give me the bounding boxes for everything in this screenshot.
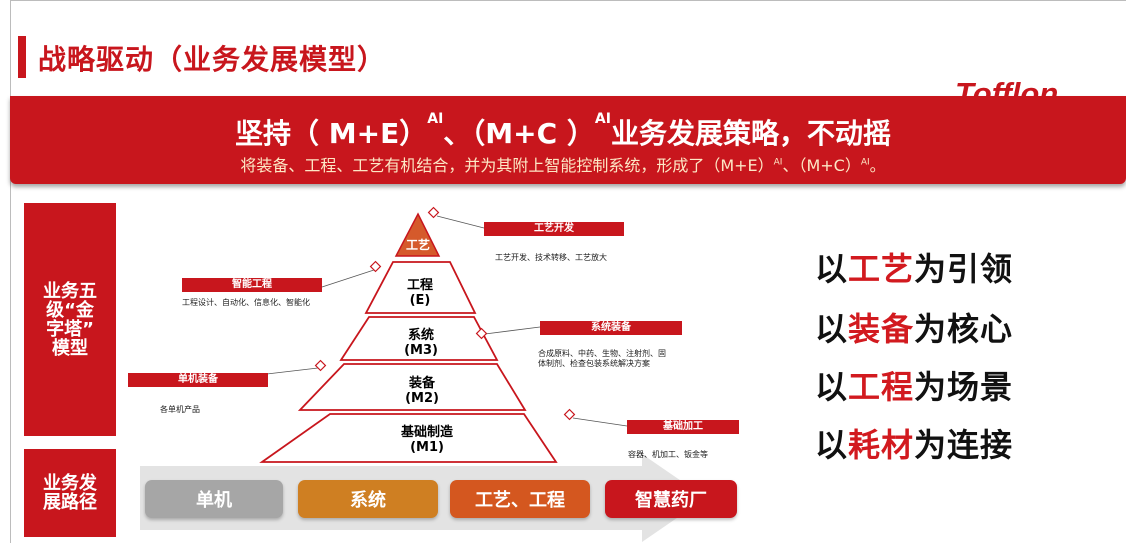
- callout-desc-zhineng: 工程设计、自动化、信息化、智能化: [182, 298, 310, 307]
- slogan-2-prefix: 以: [815, 310, 849, 348]
- slogan-4-suffix: 为连接: [914, 426, 1014, 464]
- slogan-2-suffix: 为核心: [914, 310, 1014, 348]
- headline-part-3: 业务发展策略，不动摇: [610, 117, 891, 150]
- connector-zhineng-marker: [369, 260, 382, 273]
- callout-label-jichu: 基础加工: [627, 420, 739, 434]
- subline-part-3: 。: [869, 156, 886, 175]
- connector-xitong-marker: [475, 327, 488, 340]
- slogan-1-highlight: 工艺: [848, 250, 915, 288]
- slogan-4: 以耗材为连接: [815, 420, 1013, 466]
- banner-subline: 将装备、工程、工艺有机结合，并为其附上智能控制系统，形成了（M+E）AI、（M+…: [0, 152, 1126, 176]
- slogan-3-suffix: 为场景: [914, 368, 1014, 406]
- pyramid-tier-process: [394, 212, 441, 257]
- connector-jichu-marker: [563, 408, 576, 421]
- callout-label-zhineng: 智能工程: [182, 278, 322, 292]
- tier-text-equipment: 装备 (M2): [405, 376, 439, 406]
- tier-text-base: 基础制造 (M1): [400, 425, 453, 455]
- connector-xitong: [484, 326, 541, 335]
- slide-title: 战略驱动（业务发展模型）: [38, 43, 387, 76]
- subline-sup-1: AI: [773, 157, 783, 168]
- headline-part-2: 、（M+C ）: [443, 117, 595, 150]
- pyramid-tier-engineering: [364, 261, 477, 314]
- callout-desc-xitong-2: 体制剂、检查包装系统解决方案: [538, 359, 650, 368]
- callout-desc-gongyi: 工艺开发、技术转移、工艺放大: [495, 253, 607, 262]
- slogan-3-highlight: 工程: [848, 368, 915, 406]
- path-step-single-machine: 单机: [145, 480, 283, 518]
- path-step-system: 系统: [298, 480, 438, 518]
- slogan-1: 以工艺为引领: [815, 244, 1013, 290]
- connector-zhineng: [321, 268, 378, 288]
- slogan-2: 以装备为核心: [815, 304, 1013, 350]
- connector-gongyi: [436, 215, 485, 229]
- headline-sup-1: AI: [427, 111, 444, 127]
- pyramid-tier-equipment: [297, 363, 527, 411]
- tier-text-system: 系统 (M3): [404, 328, 438, 358]
- subline-sup-2: AI: [860, 157, 870, 168]
- path-step-smart-pharma: 智慧药厂: [605, 480, 737, 518]
- callout-desc-danji: 各单机产品: [160, 405, 200, 414]
- tier-text-engineering: 工程 (E): [406, 278, 433, 308]
- callout-label-gongyi: 工艺开发: [484, 222, 624, 236]
- development-path-label-box: 业务发 展路径: [24, 449, 116, 537]
- headline-part-1: 坚持（ M+E）: [235, 117, 428, 150]
- slogan-3-prefix: 以: [815, 368, 849, 406]
- connector-gongyi-marker: [427, 206, 440, 219]
- pyramid-model-label-box: 业务五 级“金 字塔” 模型: [24, 203, 116, 436]
- strategy-banner: [10, 96, 1126, 184]
- connector-danji-marker: [314, 359, 327, 372]
- banner-headline: 坚持（ M+E）AI、（M+C ）AI业务发展策略，不动摇: [0, 112, 1126, 152]
- callout-desc-xitong-1: 合成原料、中药、生物、注射剂、固: [538, 349, 666, 358]
- callout-label-xitong: 系统装备: [540, 321, 682, 335]
- slogan-1-suffix: 为引领: [914, 250, 1014, 288]
- slogan-3: 以工程为场景: [815, 362, 1013, 408]
- pyramid-tier-system: [339, 316, 499, 361]
- pyramid-model-label: 业务五 级“金 字塔” 模型: [43, 280, 97, 359]
- tier-text-process: 工艺: [405, 238, 430, 252]
- title-accent-bar: [18, 36, 26, 78]
- development-path-label: 业务发 展路径: [43, 473, 97, 513]
- slogan-4-prefix: 以: [815, 426, 849, 464]
- slogan-1-prefix: 以: [815, 250, 849, 288]
- callout-label-danji: 单机装备: [128, 373, 268, 387]
- slide-frame: [10, 0, 1126, 543]
- subline-part-1: 将装备、工程、工艺有机结合，并为其附上智能控制系统，形成了（M+E）: [240, 156, 774, 175]
- pyramid-tier-base: [259, 413, 558, 463]
- slogan-4-highlight: 耗材: [848, 426, 915, 464]
- path-step-process-engineering: 工艺、工程: [450, 480, 590, 518]
- slogan-2-highlight: 装备: [848, 310, 915, 348]
- connector-jichu: [572, 417, 628, 427]
- subline-part-2: 、（M+C）: [782, 156, 861, 175]
- callout-desc-jichu: 容器、机加工、钣金等: [628, 450, 708, 459]
- headline-sup-2: AI: [594, 111, 611, 127]
